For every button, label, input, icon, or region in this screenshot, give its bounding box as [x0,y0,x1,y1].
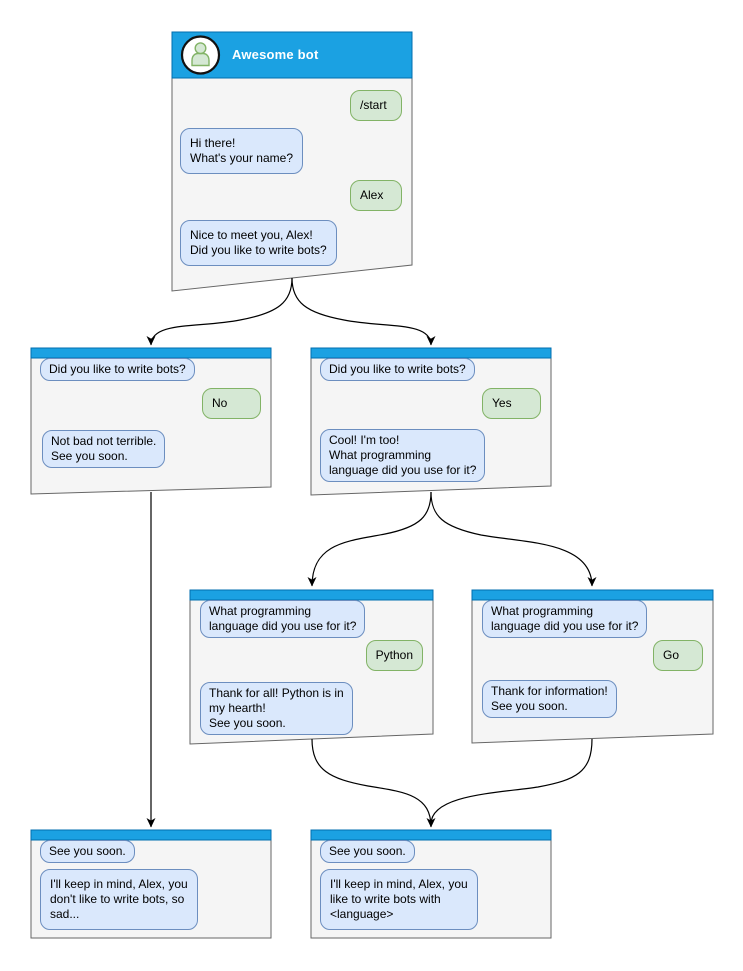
window-title: Awesome bot [232,47,319,62]
bot-message-bubble[interactable]: Cool! I'm too! What programming language… [320,429,486,482]
chat-window-branch-yes[interactable]: Did you like to write bots? Yes Cool! I'… [311,348,551,495]
chat-window-branch-no[interactable]: Did you like to write bots? No Not bad n… [31,348,271,494]
bot-message-bubble[interactable]: Did you like to write bots? [320,358,475,381]
bot-message-bubble[interactable]: I'll keep in mind, Alex, you don't like … [40,869,198,930]
bot-message-bubble[interactable]: Nice to meet you, Alex! Did you like to … [180,220,337,266]
chat-window-branch-go[interactable]: What programming language did you use fo… [472,590,713,743]
chat-window-end-yes[interactable]: See you soon. I'll keep in mind, Alex, y… [311,830,551,938]
bot-message-bubble[interactable]: I'll keep in mind, Alex, you like to wri… [320,869,478,930]
user-message-bubble[interactable]: No [202,388,261,419]
person-icon [191,42,210,67]
connector-python-to-end[interactable] [311,738,436,828]
bot-message-bubble[interactable]: Did you like to write bots? [40,358,195,381]
chat-window-main[interactable]: Awesome bot /start Hi there! What's your… [172,32,412,291]
bot-message-bubble[interactable]: What programming language did you use fo… [482,600,648,638]
bot-message-bubble[interactable]: Hi there! What's your name? [180,128,304,174]
bot-message-bubble[interactable]: See you soon. [40,840,135,863]
user-message-bubble[interactable]: Alex [350,180,402,211]
user-message-bubble[interactable]: Yes [482,388,541,419]
bot-message-bubble[interactable]: Not bad not terrible. See you soon. [42,430,166,468]
connector-go-to-end[interactable] [430,738,593,825]
connector-yes-to-go[interactable] [430,491,597,587]
bot-message-bubble[interactable]: Thank for all! Python is in my hearth! S… [200,682,353,735]
bot-message-bubble[interactable]: Thank for information! See you soon. [482,680,617,718]
user-message-bubble[interactable]: Python [365,640,423,671]
chat-window-end-no[interactable]: See you soon. I'll keep in mind, Alex, y… [31,830,271,938]
bot-avatar [180,35,221,75]
connector-main-to-yes[interactable] [291,277,436,346]
connector-yes-to-python[interactable] [307,491,432,587]
chat-window-branch-python[interactable]: What programming language did you use fo… [190,590,433,744]
user-message-bubble[interactable]: Go [653,640,703,671]
bot-message-bubble[interactable]: See you soon. [320,840,415,863]
bot-message-bubble[interactable]: What programming language did you use fo… [200,600,366,638]
connector-main-to-no[interactable] [146,277,293,346]
user-message-bubble[interactable]: /start [350,90,402,121]
